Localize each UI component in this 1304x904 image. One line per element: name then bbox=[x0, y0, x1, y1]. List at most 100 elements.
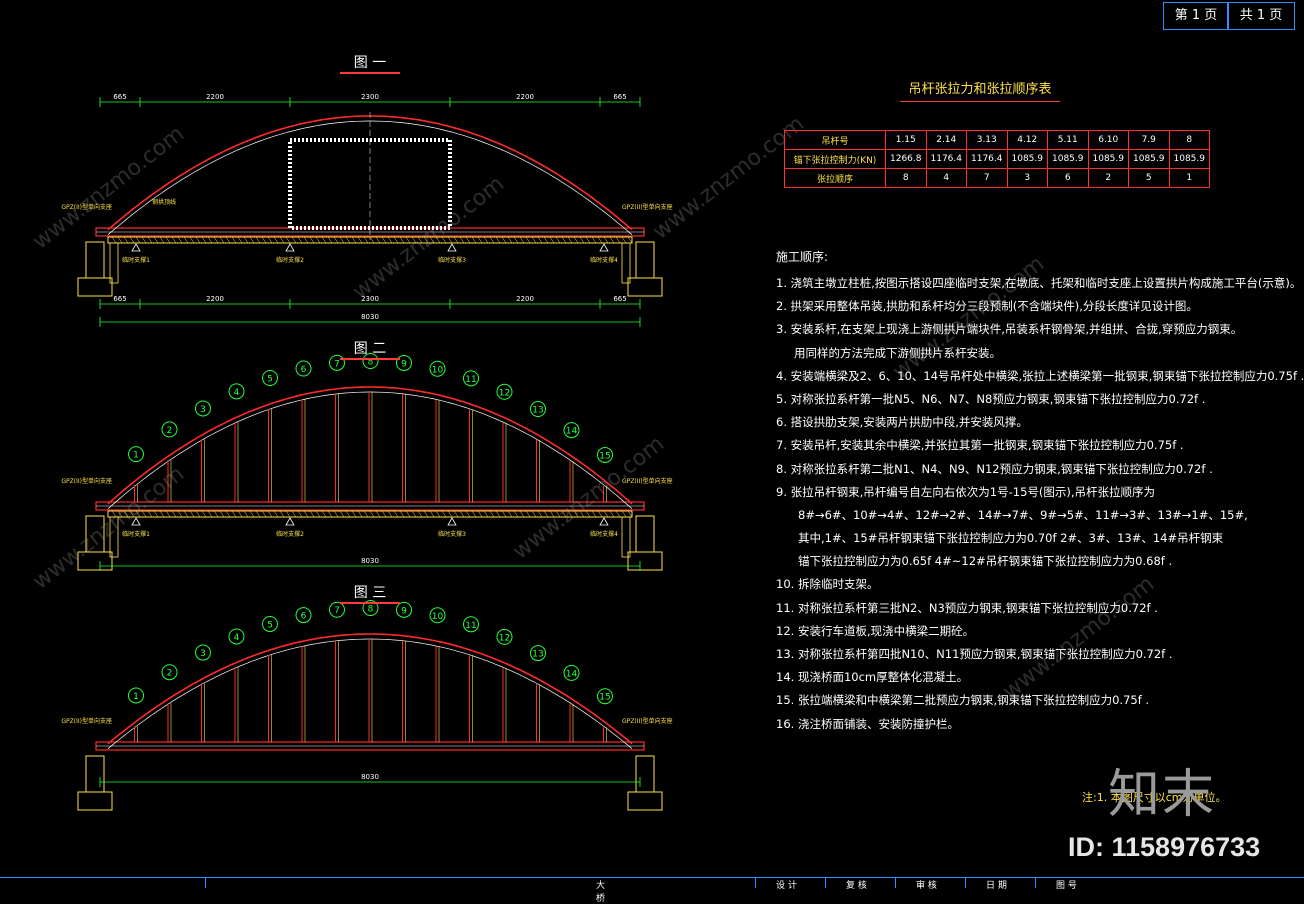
platform-hatch bbox=[429, 236, 435, 244]
step-item: 8. 对称张拉系杆第二批N1、N4、N9、N12预应力钢束,钢束锚下张拉控制应力… bbox=[776, 461, 1213, 476]
hanger-number-circle bbox=[429, 607, 446, 624]
platform-hatch bbox=[465, 510, 471, 518]
pier-0 bbox=[85, 755, 105, 793]
platform-hatch bbox=[315, 510, 321, 518]
hanger-number: 14 bbox=[566, 427, 578, 437]
platform-hatch bbox=[129, 510, 135, 518]
platform-hatch bbox=[297, 510, 303, 518]
pier-0 bbox=[85, 241, 105, 279]
dimension-label: 8030 bbox=[361, 773, 379, 781]
table-header-order: 张拉顺序 bbox=[784, 168, 886, 188]
hanger-number-circle bbox=[597, 446, 613, 463]
temp-tower-0 bbox=[109, 516, 119, 558]
platform-hatch bbox=[171, 510, 177, 518]
table-cell: 7.9 bbox=[1128, 130, 1170, 150]
table-cell: 1176.4 bbox=[925, 149, 967, 169]
platform-hatch bbox=[249, 236, 255, 244]
platform-hatch bbox=[525, 510, 531, 518]
temp-support-label: 临时支撑1 bbox=[122, 530, 150, 538]
table-row: 张拉顺序 8 4 7 3 6 2 5 1 bbox=[784, 168, 1210, 188]
arch-rib-upper bbox=[107, 633, 633, 745]
temp-tower-1 bbox=[621, 242, 631, 284]
platform-hatch bbox=[327, 236, 333, 244]
hanger-number: 14 bbox=[566, 669, 578, 679]
platform-hatch bbox=[351, 510, 357, 518]
platform-hatch bbox=[423, 510, 429, 518]
platform-hatch bbox=[141, 510, 147, 518]
arch-rib-lower bbox=[107, 391, 633, 510]
table-row: 吊杆号 1.15 2.14 3.13 4.12 5.11 6.10 7.9 8 bbox=[784, 130, 1210, 150]
platform-hatch bbox=[327, 510, 333, 518]
step-item: 11. 对称张拉系杆第三批N2、N3预应力钢束,钢束锚下张拉控制应力0.72f … bbox=[776, 600, 1158, 615]
platform-hatch bbox=[573, 236, 579, 244]
table-cell: 8 bbox=[1168, 130, 1210, 150]
platform-hatch bbox=[387, 236, 393, 244]
dimension-label: 2200 bbox=[516, 295, 534, 303]
platform-hatch bbox=[129, 236, 135, 244]
hanger-number-circle bbox=[329, 354, 345, 371]
platform-hatch bbox=[243, 510, 249, 518]
hanger-number-circle bbox=[530, 645, 546, 662]
platform-hatch bbox=[537, 236, 543, 244]
platform-hatch bbox=[363, 510, 369, 518]
platform-hatch bbox=[153, 510, 159, 518]
step-item: 7. 安装吊杆,安装其余中横梁,并张拉其第一批钢束,钢束锚下张拉控制应力0.75… bbox=[776, 438, 1184, 453]
footer-check: 复 核 bbox=[825, 878, 906, 891]
platform-hatch bbox=[381, 510, 387, 518]
foundation-0 bbox=[77, 791, 113, 811]
platform-hatch bbox=[489, 236, 495, 244]
step-item: 其中,1#、15#吊杆钢束锚下张拉控制应力为0.70f 2#、3#、13#、14… bbox=[798, 531, 1224, 546]
platform-hatch bbox=[189, 236, 195, 244]
hanger-number-circle bbox=[463, 370, 479, 387]
table-cell: 1 bbox=[1168, 168, 1210, 188]
platform-hatch bbox=[537, 510, 543, 518]
platform-hatch bbox=[621, 510, 627, 518]
hanger-number: 3 bbox=[200, 649, 206, 659]
platform-hatch bbox=[609, 236, 615, 244]
platform-hatch bbox=[429, 510, 435, 518]
hanger-number-circle bbox=[329, 601, 345, 618]
table-cell: 1266.8 bbox=[885, 149, 927, 169]
platform-hatch bbox=[405, 236, 411, 244]
platform-hatch bbox=[225, 510, 231, 518]
platform-hatch bbox=[513, 236, 519, 244]
temp-support-symbol bbox=[285, 517, 295, 526]
platform-hatch bbox=[399, 510, 405, 518]
table-cell: 7 bbox=[966, 168, 1008, 188]
platform-hatch bbox=[603, 236, 609, 244]
steps-heading: 施工顺序: bbox=[776, 250, 829, 264]
platform-hatch bbox=[543, 236, 549, 244]
bearing-label-left: GPZ(II)型单向支座 bbox=[61, 203, 112, 211]
platform-hatch bbox=[471, 510, 477, 518]
arch-note: 钢拱顶线 bbox=[152, 198, 176, 206]
footer-project: 大桥 bbox=[205, 878, 605, 904]
table-cell: 1.15 bbox=[885, 130, 927, 150]
hanger-number: 3 bbox=[200, 405, 206, 415]
platform-hatch bbox=[597, 510, 603, 518]
platform-hatch bbox=[219, 236, 225, 244]
step-item: 16. 浇注桥面铺装、安装防撞护栏。 bbox=[776, 716, 959, 731]
temp-support-symbol bbox=[285, 243, 295, 252]
dimension-label: 665 bbox=[113, 295, 126, 303]
hanger-number-circle bbox=[396, 354, 412, 371]
platform-hatch bbox=[393, 236, 399, 244]
platform-hatch bbox=[561, 236, 567, 244]
platform-hatch bbox=[525, 236, 531, 244]
platform-hatch bbox=[273, 510, 279, 518]
table-cell: 4 bbox=[925, 168, 967, 188]
platform-hatch bbox=[243, 236, 249, 244]
hanger-number-circle bbox=[195, 644, 211, 661]
platform-hatch bbox=[591, 510, 597, 518]
platform-hatch bbox=[315, 236, 321, 244]
platform-hatch bbox=[135, 236, 141, 244]
platform-hatch bbox=[555, 510, 561, 518]
dimension-label: 2200 bbox=[206, 295, 224, 303]
table-cell: 1085.9 bbox=[1047, 149, 1089, 169]
figure-2-title: 图 二 bbox=[340, 338, 400, 360]
platform-hatch bbox=[363, 236, 369, 244]
table-row: 锚下张拉控制力(KN) 1266.8 1176.4 1176.4 1085.9 … bbox=[784, 149, 1210, 169]
hanger-number: 11 bbox=[465, 621, 476, 631]
platform-hatch bbox=[117, 510, 123, 518]
platform-hatch bbox=[333, 510, 339, 518]
platform-hatch bbox=[597, 236, 603, 244]
